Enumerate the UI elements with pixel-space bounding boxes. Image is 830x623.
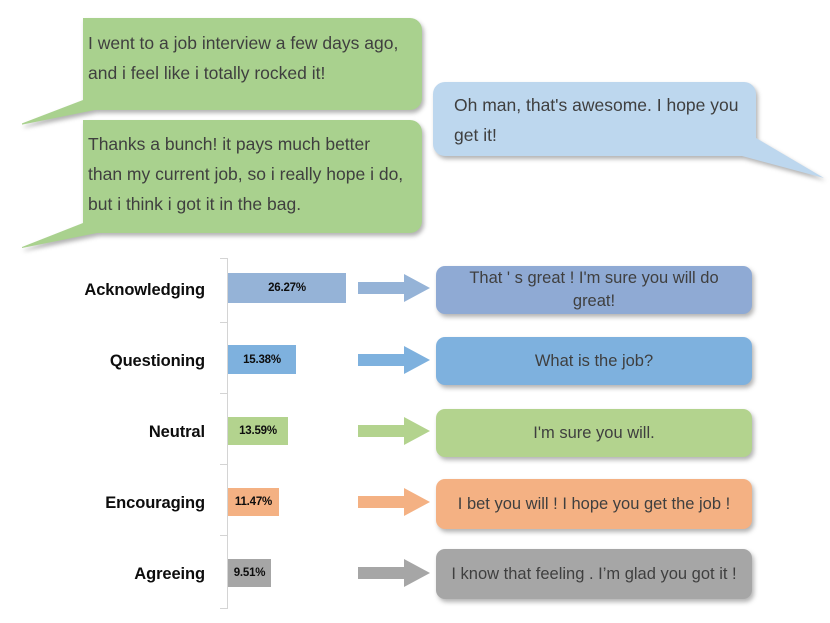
chart-bar-value-acknowledging: 26.27% bbox=[268, 282, 306, 294]
chart-bar-value-encouraging: 11.47% bbox=[234, 496, 273, 508]
response-text-encouraging: I bet you will ! I hope you get the job … bbox=[457, 494, 731, 513]
response-box-neutral[interactable]: I'm sure you will. bbox=[436, 409, 752, 457]
chat-bubble-partner-1: Oh man, that's awesome. I hope you get i… bbox=[432, 78, 828, 188]
response-text-neutral: I'm sure you will. bbox=[533, 423, 655, 442]
chart-category-label-agreeing: Agreeing bbox=[134, 565, 205, 583]
chat-bubble-user-2: Thanks a bunch! it pays much better than… bbox=[22, 115, 422, 250]
response-box-questioning[interactable]: What is the job? bbox=[436, 337, 752, 385]
chart-category-label-acknowledging: Acknowledging bbox=[84, 281, 205, 299]
chart-tick-1 bbox=[220, 322, 227, 323]
chart-tick-0 bbox=[220, 258, 227, 259]
chat-bubble-user-1-shape bbox=[22, 18, 422, 125]
chat-bubble-partner-1-shape bbox=[433, 82, 824, 178]
response-box-agreeing[interactable]: I know that feeling . I’m glad you got i… bbox=[436, 549, 752, 599]
response-box-encouraging[interactable]: I bet you will ! I hope you get the job … bbox=[436, 479, 752, 529]
chart-category-label-neutral: Neutral bbox=[148, 423, 205, 441]
chart-bar-value-neutral: 13.59% bbox=[239, 425, 277, 437]
chart-axis-line bbox=[227, 258, 228, 609]
chart-category-label-encouraging: Encouraging bbox=[105, 494, 205, 512]
chart-tick-4 bbox=[220, 535, 227, 536]
chart-bar-encouraging: 11.47% bbox=[228, 488, 279, 516]
chart-tick-2 bbox=[220, 393, 227, 394]
arrow-encouraging bbox=[358, 488, 430, 516]
chart-bar-value-agreeing: 9.51% bbox=[233, 567, 266, 579]
chart-category-label-questioning: Questioning bbox=[109, 352, 205, 370]
chart-tick-3 bbox=[220, 464, 227, 465]
response-box-acknowledging[interactable]: That ' s great ! I'm sure you will do gr… bbox=[436, 266, 752, 314]
chart-bar-neutral: 13.59% bbox=[228, 417, 288, 445]
chat-bubble-user-2-shape bbox=[22, 120, 422, 248]
response-text-acknowledging: That ' s great ! I'm sure you will do gr… bbox=[469, 269, 719, 310]
response-text-questioning: What is the job? bbox=[534, 351, 654, 370]
arrow-neutral bbox=[358, 417, 430, 445]
response-text-agreeing: I know that feeling . I’m glad you got i… bbox=[451, 564, 737, 583]
arrow-questioning bbox=[358, 346, 430, 374]
chart-tick-5 bbox=[220, 608, 227, 609]
chat-bubble-user-1-text: I went to a job interview a few days ago… bbox=[88, 33, 399, 83]
chat-bubble-user-1: I went to a job interview a few days ago… bbox=[22, 18, 422, 126]
arrow-agreeing bbox=[358, 559, 430, 587]
chart-bar-agreeing: 9.51% bbox=[228, 559, 271, 587]
chart-bar-acknowledging: 26.27% bbox=[228, 273, 346, 303]
chat-bubble-partner-1-text: Oh man, that's awesome. I hope you get i… bbox=[454, 95, 739, 145]
arrow-acknowledging bbox=[358, 274, 430, 302]
chart-bar-value-questioning: 15.38% bbox=[243, 353, 281, 366]
chart-bar-questioning: 15.38% bbox=[228, 345, 296, 374]
chat-bubble-user-2-text: Thanks a bunch! it pays much better than… bbox=[88, 134, 404, 214]
